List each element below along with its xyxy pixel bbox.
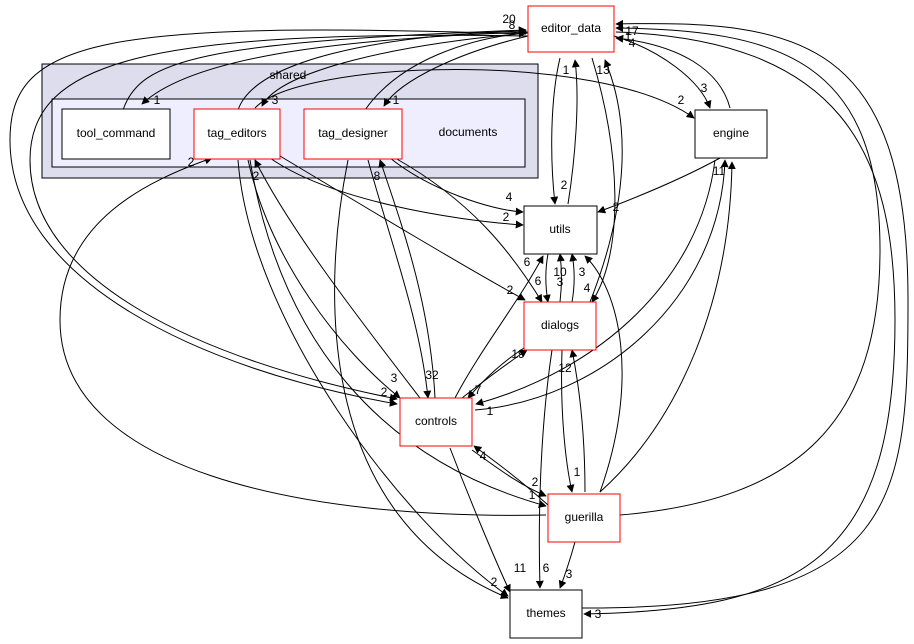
node-utils[interactable]: utils: [523, 205, 598, 255]
node-tool-command[interactable]: tool_command: [61, 108, 171, 160]
edge-label: 2: [507, 283, 514, 297]
node-engine-label: engine: [713, 126, 749, 140]
edge-label: 2: [491, 575, 498, 589]
node-controls[interactable]: controls: [399, 397, 473, 447]
node-engine[interactable]: engine: [694, 109, 768, 159]
edge-label: 6: [543, 561, 550, 575]
edge-label: 11: [514, 561, 527, 575]
edge-label: 6: [535, 274, 542, 288]
node-tag-designer-label: tag_designer: [318, 126, 387, 140]
edge-label: 3: [272, 93, 279, 107]
node-guerilla-label: guerilla: [565, 510, 604, 524]
node-tag-editors[interactable]: tag_editors: [193, 108, 281, 160]
edge-label: 8: [509, 18, 516, 32]
edge-labels: 20 8 17 1 4 1 3 1 1 13 2 3 2 2 8 2 4 2 2…: [154, 12, 726, 621]
edge-label: 2: [381, 385, 388, 399]
node-dialogs[interactable]: dialogs: [523, 301, 597, 351]
node-tag-editors-label: tag_editors: [207, 126, 266, 140]
edge-label: 32: [425, 368, 439, 382]
node-dialogs-label: dialogs: [541, 318, 579, 332]
edge-label: 1: [625, 30, 632, 44]
node-themes-label: themes: [526, 606, 565, 620]
edge-label: 4: [506, 190, 513, 204]
edge-label: 1: [154, 93, 161, 107]
edge-label: 13: [596, 63, 610, 77]
node-themes[interactable]: themes: [509, 589, 583, 639]
cluster-shared-label: shared: [270, 68, 307, 82]
edge-label: 1: [563, 63, 570, 77]
edge-label: 11: [713, 164, 726, 178]
node-guerilla[interactable]: guerilla: [547, 493, 621, 543]
node-editor-data-label: editor_data: [541, 21, 601, 35]
edge-label: 1: [529, 488, 536, 502]
node-tool-command-label: tool_command: [77, 126, 156, 140]
edge-label: 6: [524, 255, 531, 269]
edge-label: 2: [503, 210, 510, 224]
node-utils-label: utils: [549, 222, 570, 236]
edge-label: 4: [629, 36, 636, 50]
edge-label: 17: [625, 24, 639, 38]
edge-label: 2: [561, 178, 568, 192]
edge-label: 1: [487, 404, 494, 418]
edge-label: 20: [502, 12, 516, 26]
edges: [9, 19, 909, 618]
edge-label: 3: [701, 81, 708, 95]
node-controls-label: controls: [415, 414, 457, 428]
node-editor-data[interactable]: editor_data: [527, 5, 615, 53]
edge-label: 3: [391, 371, 398, 385]
edge-label: 2: [253, 169, 260, 183]
edge-label: 4: [480, 449, 487, 463]
edge-label: 2: [188, 155, 195, 169]
edge-label: 2: [613, 200, 620, 214]
edge-label: 7: [475, 383, 482, 397]
edge-label: 10: [553, 265, 567, 279]
edge-label: 2: [532, 475, 539, 489]
edge-label: 4: [584, 281, 591, 295]
edge-label: 19: [511, 347, 525, 361]
edge-label: 3: [595, 607, 602, 621]
edge-label: 3: [566, 567, 573, 581]
edge-label: 3: [557, 275, 564, 289]
edge-label: 1: [393, 93, 400, 107]
edge-label: 3: [579, 265, 586, 279]
edge-label: 8: [374, 169, 381, 183]
edge-label: 2: [678, 93, 685, 107]
node-tag-designer[interactable]: tag_designer: [303, 108, 403, 160]
edge-label: 12: [558, 361, 572, 375]
edge-label: 1: [574, 465, 581, 479]
cluster-documents-label: documents: [439, 125, 498, 139]
